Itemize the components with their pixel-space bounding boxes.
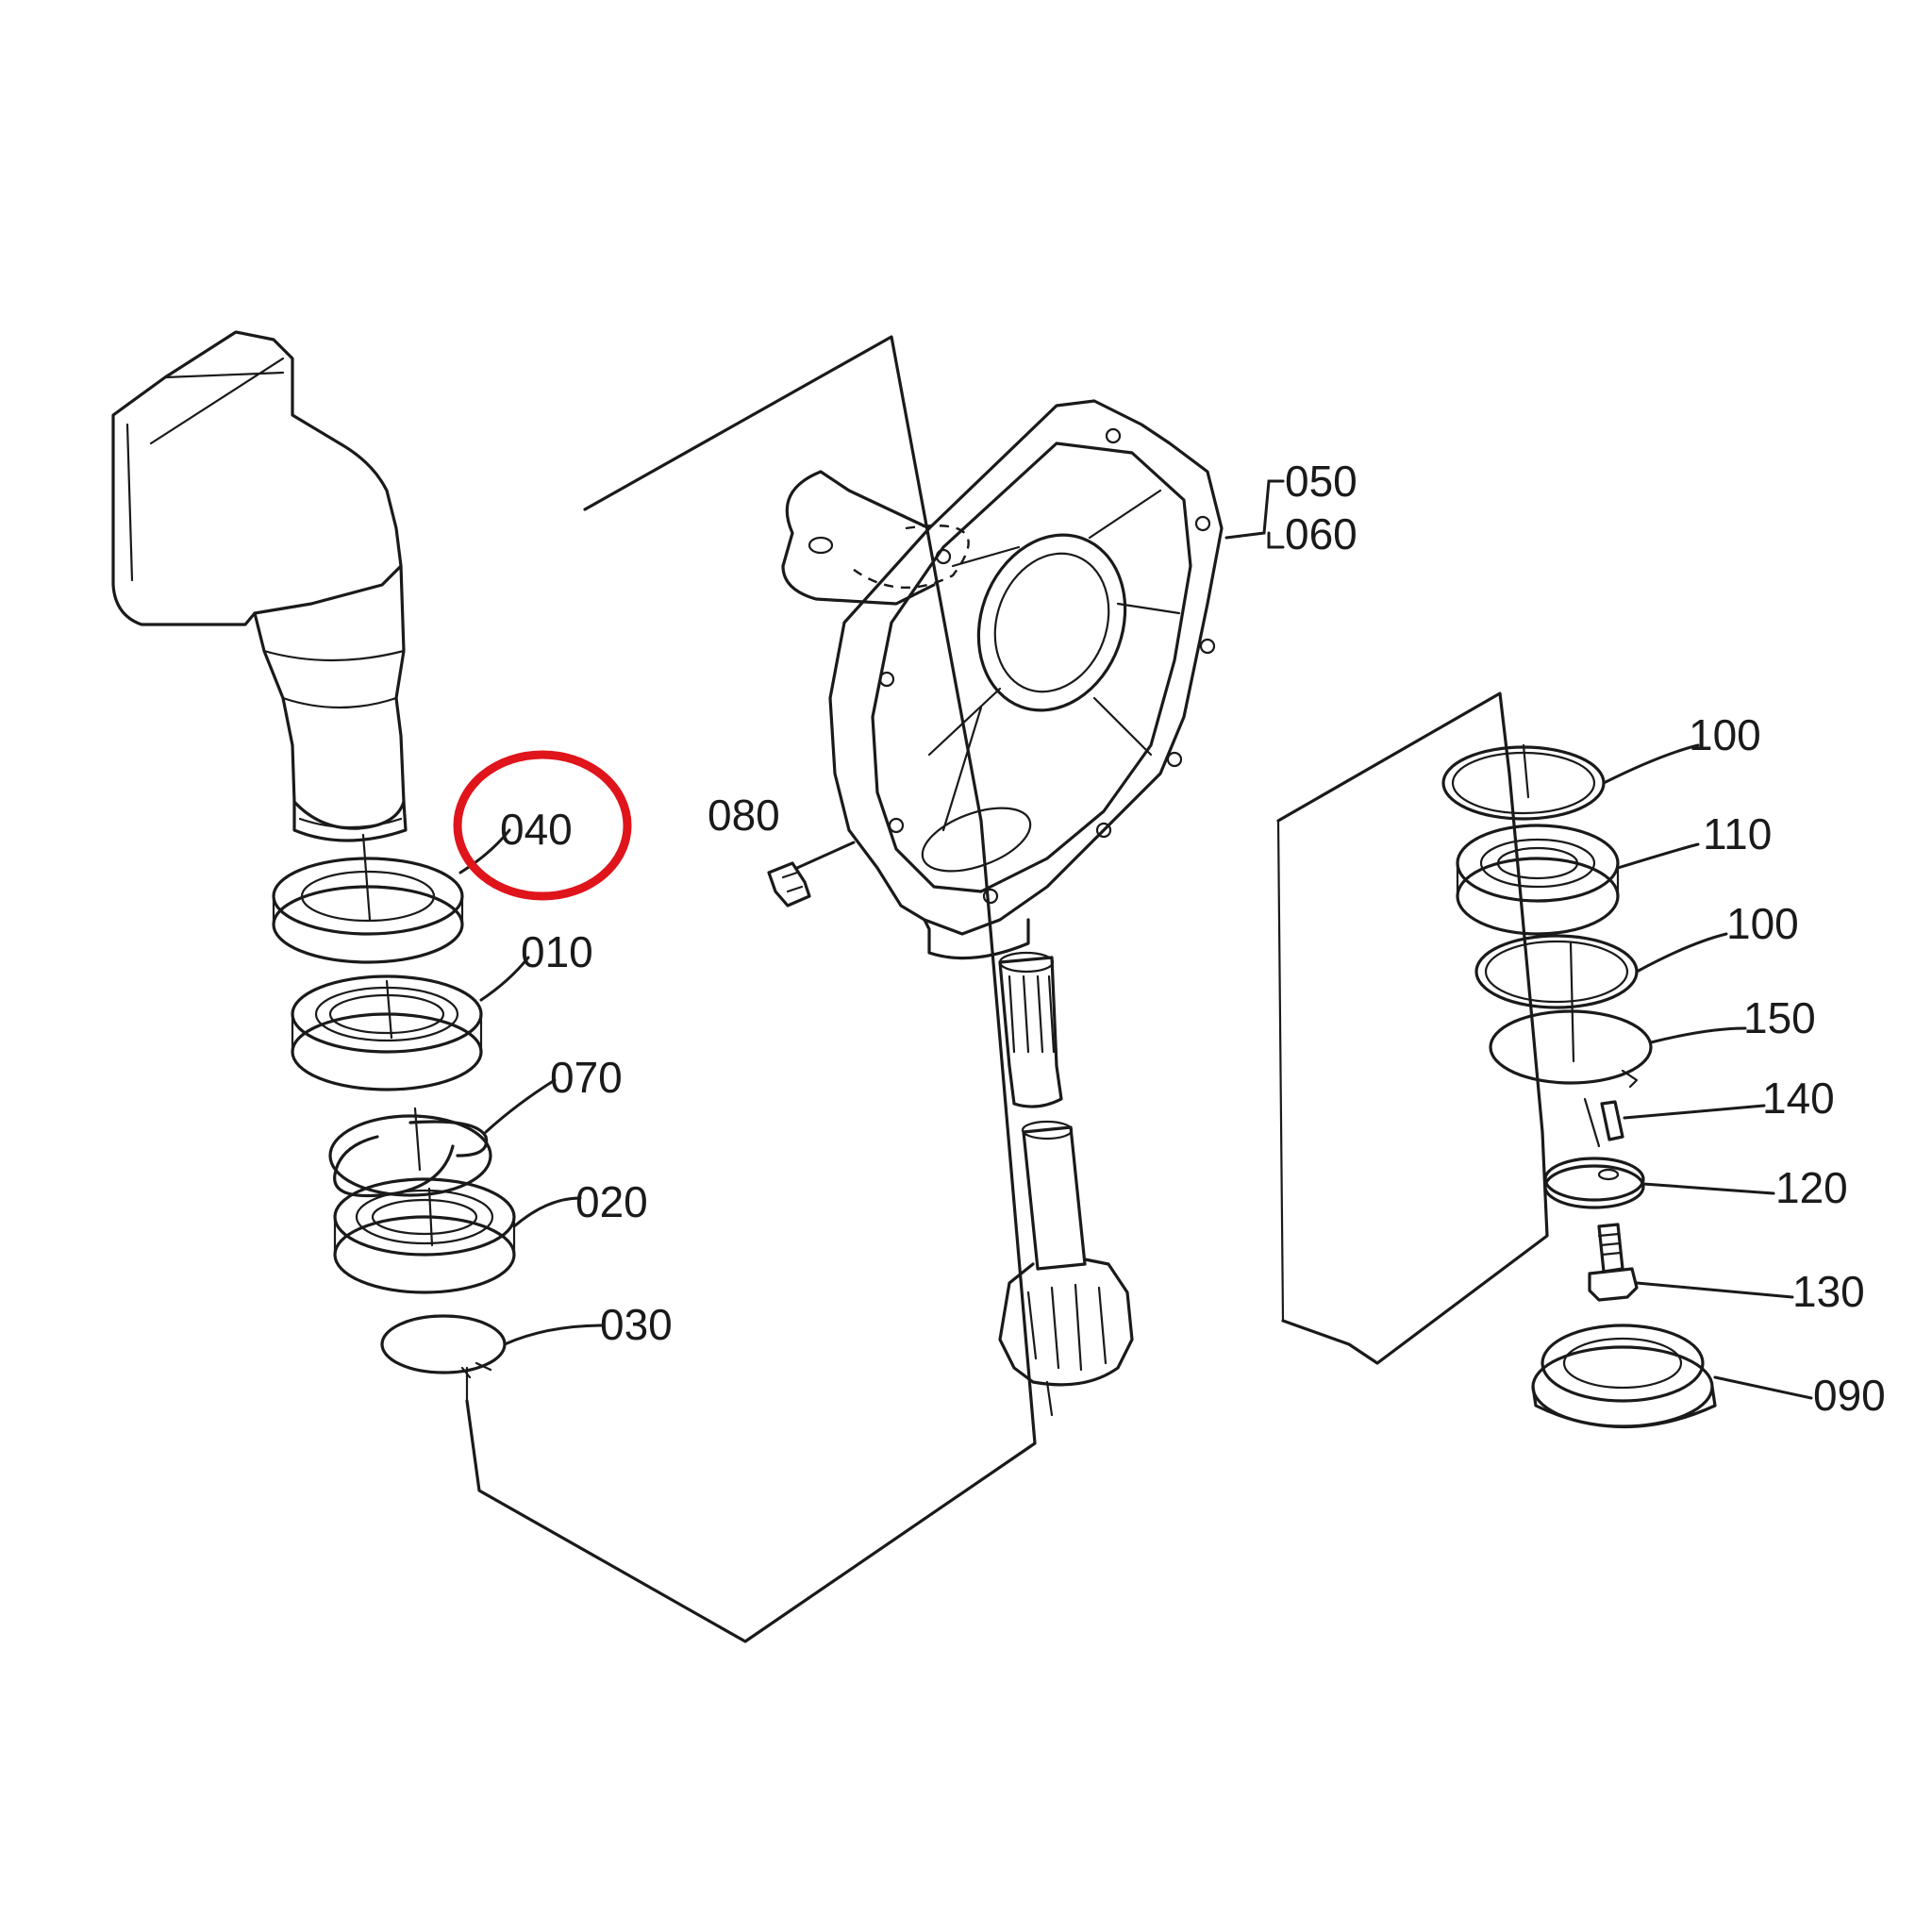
pin-140 bbox=[1583, 1097, 1624, 1148]
gear-case-housing bbox=[111, 330, 408, 842]
left-panel-outline bbox=[465, 335, 1037, 1643]
callout-140: 140 bbox=[1762, 1074, 1835, 1123]
o-ring-100-lower bbox=[1474, 934, 1639, 1009]
callout-030: 030 bbox=[600, 1300, 673, 1349]
washer-120 bbox=[1543, 1157, 1645, 1209]
plug-080 bbox=[767, 841, 856, 908]
callout-130: 130 bbox=[1792, 1267, 1865, 1316]
oil-seal-040 bbox=[272, 857, 464, 964]
pinion-shaft bbox=[998, 1120, 1134, 1417]
bearing-110 bbox=[1456, 824, 1620, 936]
callout-110: 110 bbox=[1703, 809, 1772, 858]
highlight-circle-040 bbox=[453, 750, 632, 901]
callout-040: 040 bbox=[500, 805, 573, 854]
right-panel-outline bbox=[1276, 691, 1549, 1365]
callout-100-upper: 100 bbox=[1689, 710, 1761, 759]
cover-090 bbox=[1531, 1324, 1717, 1428]
callout-050: 050 bbox=[1285, 457, 1357, 506]
callout-080: 080 bbox=[708, 791, 780, 840]
bearing-010 bbox=[291, 974, 483, 1091]
callout-020: 020 bbox=[575, 1177, 648, 1226]
callout-100-lower: 100 bbox=[1726, 899, 1799, 948]
snap-ring-150 bbox=[1489, 1009, 1653, 1089]
callout-070: 070 bbox=[550, 1053, 623, 1102]
callout-120: 120 bbox=[1775, 1163, 1848, 1212]
bolt-130 bbox=[1588, 1223, 1639, 1302]
callout-010: 010 bbox=[521, 927, 593, 976]
callout-090: 090 bbox=[1813, 1371, 1886, 1420]
callout-060: 060 bbox=[1285, 509, 1357, 558]
snap-ring-030 bbox=[380, 1314, 507, 1379]
spline-shaft bbox=[998, 951, 1063, 1108]
callout-150: 150 bbox=[1743, 993, 1816, 1042]
bearing-020 bbox=[333, 1177, 516, 1294]
transmission-case-050-060 bbox=[781, 399, 1224, 960]
callout-leaders bbox=[458, 479, 1813, 1400]
o-ring-100-upper bbox=[1441, 745, 1606, 821]
